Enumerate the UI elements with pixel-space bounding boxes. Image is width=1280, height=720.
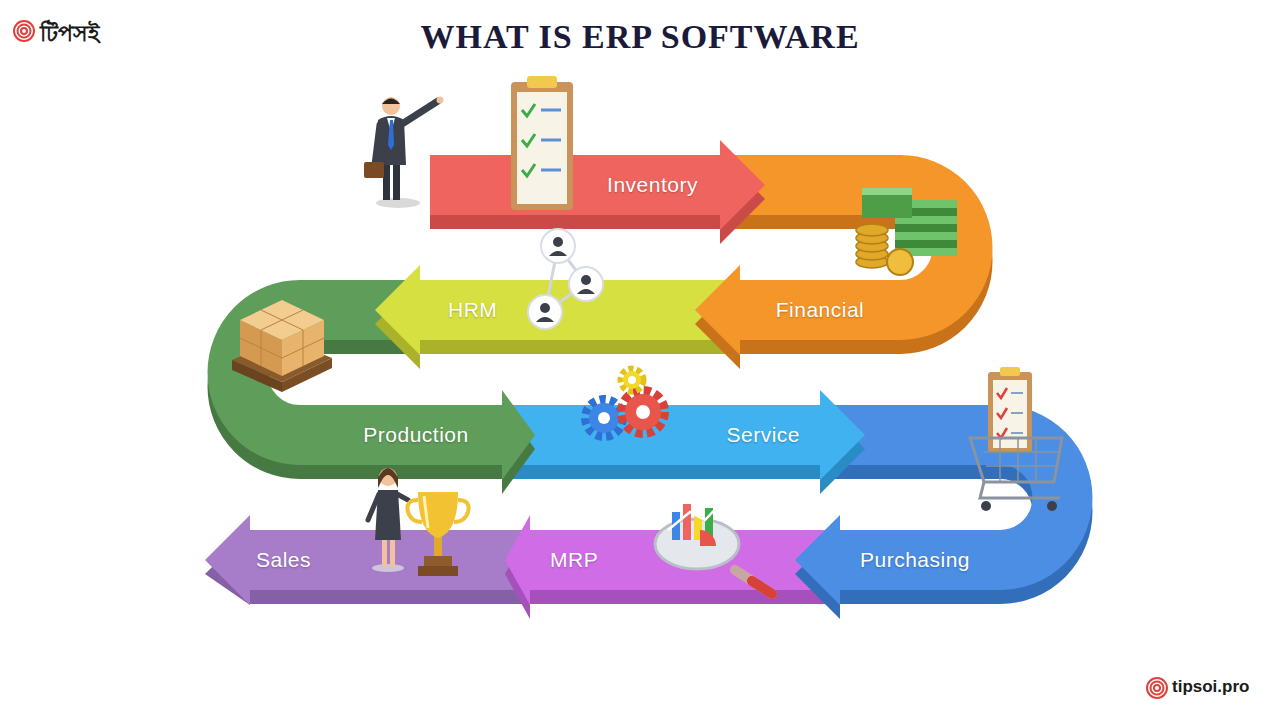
segment-label: Inventory [607,173,698,197]
arrowhead [695,265,740,355]
brand-label: টিপসই [40,16,99,53]
flow-segment: Sales [250,530,500,590]
arrowhead [375,265,420,355]
segment-label: Sales [256,548,311,572]
segment-band [330,405,502,465]
flow-segment: Service [540,405,820,465]
arrowhead [820,390,865,480]
diagram-title: WHAT IS ERP SOFTWARE [0,18,1280,56]
brand-label: tipsoi.pro [1172,677,1249,697]
flow-segment: Inventory [430,155,720,215]
arrowhead [502,390,535,480]
sales-tip [205,515,250,605]
money-stack [856,188,957,275]
arrowhead [720,140,765,230]
segment-band [740,280,900,340]
people-network [528,229,603,329]
logo-icon [14,21,34,41]
segment-label: Purchasing [860,548,970,572]
segment-label: Service [726,423,800,447]
segment-band [540,405,820,465]
flow-segment: MRP [530,530,790,590]
shopping-cart [970,367,1062,511]
segment-label: MRP [550,548,598,572]
flow-segment: Production [330,405,502,465]
gears [586,369,664,436]
flow-segment: Purchasing [840,530,990,590]
chart-magnifier [655,496,772,594]
segment-label: Production [363,423,468,447]
logo-icon [1147,678,1167,698]
arrowhead [505,515,530,605]
box-pallet [232,300,332,392]
trophy [407,492,468,576]
segment-label: HRM [448,298,497,322]
segment-band [420,280,690,340]
flow-segment: HRM [420,280,690,340]
arrowhead [795,515,840,605]
segment-band [250,530,500,590]
segment-band [430,155,720,215]
checklist-clipboard [511,76,573,210]
businesswoman [368,468,408,572]
segment-label: Financial [776,298,865,322]
segment-band [840,530,990,590]
businessman [364,97,444,209]
flow-segment: Financial [740,280,900,340]
